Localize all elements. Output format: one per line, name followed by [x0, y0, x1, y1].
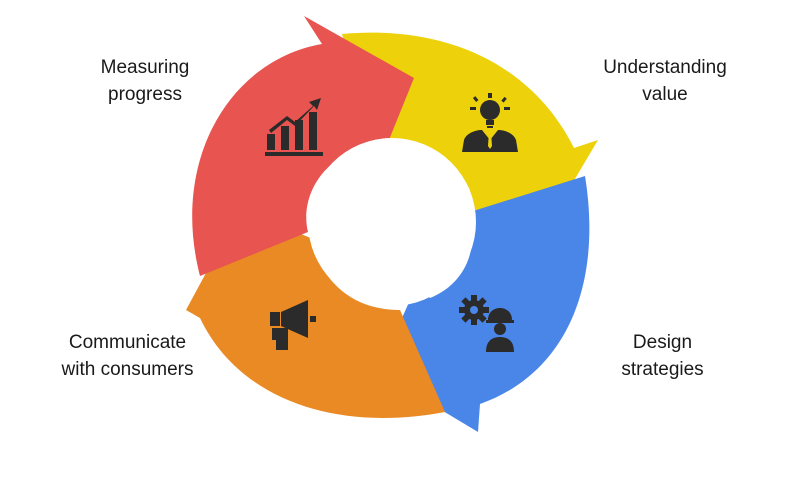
- megaphone-icon: [270, 300, 316, 350]
- arrow-measuring: [192, 16, 414, 276]
- label-line: Understanding: [603, 57, 727, 78]
- label-communicate-with-consumers: Communicate with consumers: [45, 329, 210, 383]
- arrow-communicate: [186, 210, 445, 418]
- growth-chart-icon: [265, 98, 323, 156]
- label-line: strategies: [621, 359, 704, 380]
- label-line: Communicate: [68, 332, 187, 353]
- label-line: Design: [632, 332, 693, 353]
- label-design-strategies: Design strategies: [600, 329, 725, 383]
- center-hole: [308, 138, 476, 306]
- label-line: Measuring: [100, 57, 190, 78]
- idea-person-icon: [462, 93, 518, 152]
- label-line: value: [642, 84, 688, 105]
- gear-engineer-icon: [459, 295, 514, 352]
- label-understanding-value: Understanding value: [590, 54, 740, 108]
- label-measuring-progress: Measuring progress: [85, 54, 205, 108]
- label-line: with consumers: [61, 359, 194, 380]
- label-line: progress: [108, 84, 182, 105]
